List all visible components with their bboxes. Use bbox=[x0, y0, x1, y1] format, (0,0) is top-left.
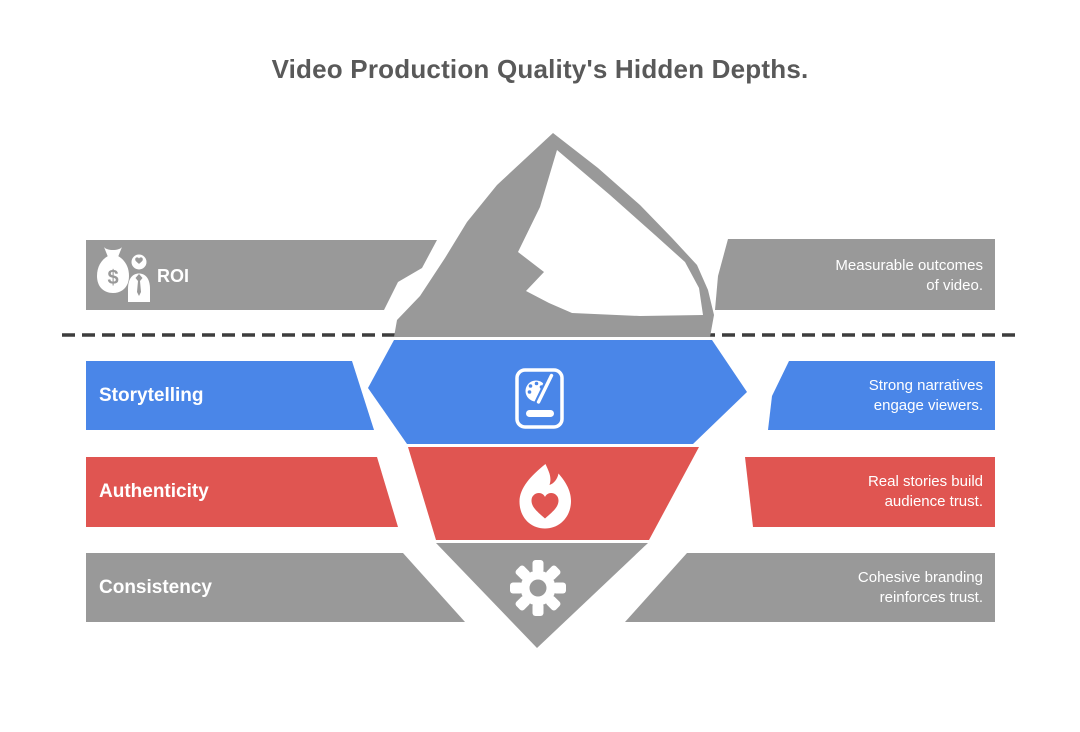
band-storytelling-right bbox=[768, 361, 995, 430]
dollar-sign: $ bbox=[107, 267, 118, 289]
desc-line: reinforces trust. bbox=[879, 589, 983, 606]
iceberg-peak-snow-facet bbox=[518, 150, 703, 316]
gear-tooth bbox=[532, 603, 544, 616]
row-label-consistency: Consistency bbox=[99, 577, 212, 598]
band-roi-left bbox=[86, 240, 437, 310]
desc-line: Real stories build bbox=[867, 473, 983, 490]
row-desc-authenticity: Real stories build audience trust. bbox=[868, 472, 983, 512]
desc-line: Measurable outcomes bbox=[835, 257, 983, 274]
palette-dot bbox=[534, 381, 539, 386]
gear-tooth bbox=[510, 582, 523, 594]
band-roi-right bbox=[715, 239, 995, 310]
band-authenticity-right bbox=[745, 457, 995, 527]
gear-tooth bbox=[532, 560, 544, 573]
iceberg-section-storytelling bbox=[368, 340, 747, 444]
storybook-palette-icon bbox=[515, 368, 564, 429]
desc-line: engage viewers. bbox=[873, 397, 983, 414]
money-bag bbox=[97, 256, 129, 293]
band-consistency-right bbox=[625, 553, 995, 622]
gear-hole bbox=[529, 579, 547, 597]
gear-teeth bbox=[510, 560, 566, 616]
row-label-roi: ROI bbox=[157, 266, 190, 286]
money-bag-and-person-icon: $ bbox=[97, 247, 150, 302]
gear-icon bbox=[510, 560, 566, 616]
band-consistency-left bbox=[86, 553, 465, 622]
band-storytelling-left bbox=[86, 361, 374, 430]
money-bag-tie bbox=[104, 247, 122, 257]
brush bbox=[536, 373, 554, 404]
band-authenticity-left bbox=[86, 457, 398, 527]
palette-dot bbox=[527, 390, 532, 394]
flame-heart-icon bbox=[519, 464, 571, 529]
book-outline bbox=[515, 368, 564, 429]
row-label-authenticity: Authenticity bbox=[99, 481, 209, 502]
row-desc-consistency: Cohesive branding reinforces trust. bbox=[858, 568, 983, 608]
row-label-storytelling: Storytelling bbox=[99, 385, 204, 406]
desc-line: of video. bbox=[926, 277, 983, 294]
person-tie bbox=[135, 274, 143, 296]
book-spine-bar bbox=[526, 410, 554, 417]
palette-dot bbox=[528, 384, 533, 388]
desc-line: audience trust. bbox=[884, 493, 983, 510]
page-title: Video Production Quality's Hidden Depths… bbox=[271, 54, 809, 84]
iceberg-crack-line bbox=[574, 545, 649, 630]
desc-line: Strong narratives bbox=[868, 377, 983, 394]
gear-tooth bbox=[553, 582, 566, 594]
row-desc-storytelling: Strong narratives engage viewers. bbox=[869, 376, 983, 416]
iceberg-section-authenticity bbox=[408, 447, 699, 540]
person-head-heart-notch bbox=[135, 257, 143, 264]
row-desc-roi: Measurable outcomes of video. bbox=[835, 256, 983, 296]
desc-line: Cohesive branding bbox=[857, 569, 983, 586]
